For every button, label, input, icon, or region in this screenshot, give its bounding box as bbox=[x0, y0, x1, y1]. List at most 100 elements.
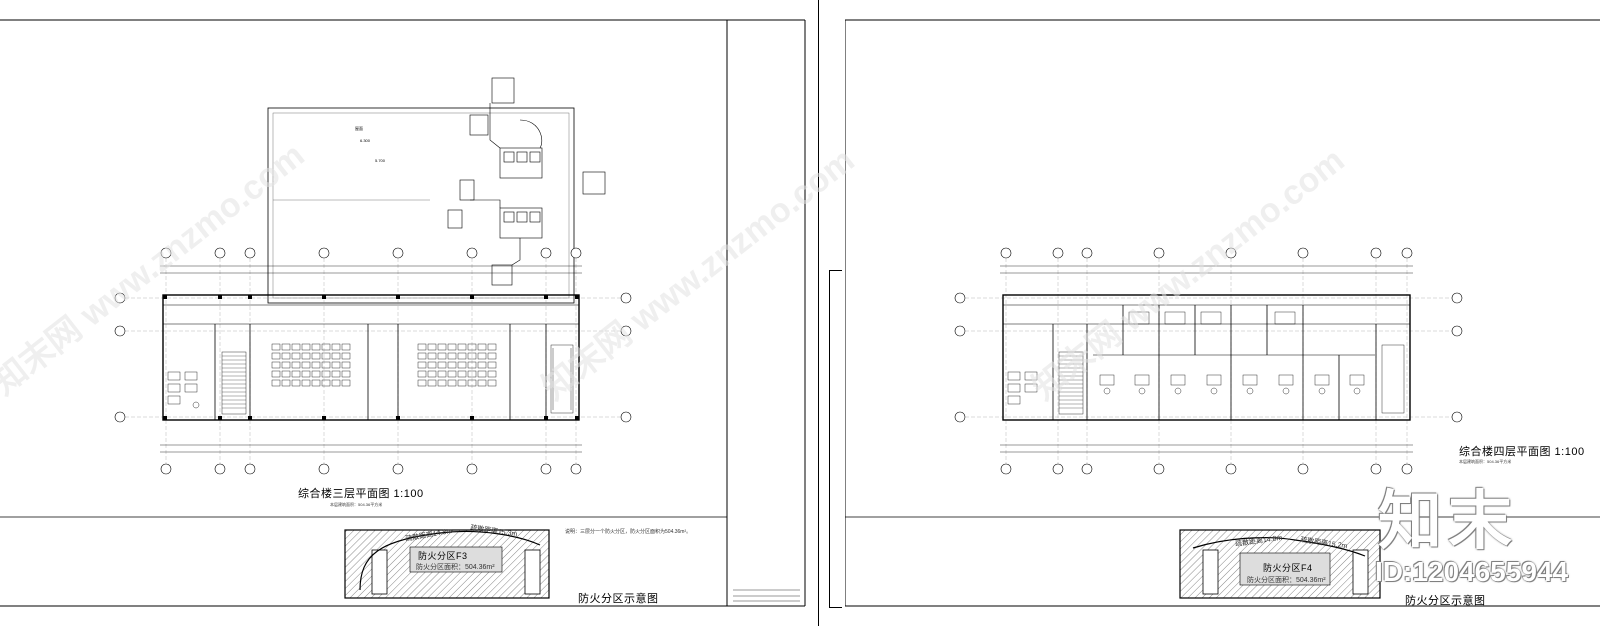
right-fire-zone-area: 防火分区面积：504.36m² bbox=[1247, 577, 1326, 584]
desk bbox=[291, 361, 301, 369]
desk bbox=[331, 370, 341, 378]
office-desk bbox=[1170, 374, 1186, 386]
office-chair bbox=[1138, 387, 1146, 395]
desk bbox=[281, 379, 291, 387]
office-desk bbox=[1134, 374, 1150, 386]
desk bbox=[311, 352, 321, 360]
desk bbox=[417, 352, 427, 360]
desk bbox=[341, 352, 351, 360]
left-sheet: 屋面 6.300 5.700 bbox=[0, 19, 806, 607]
sheet-gap bbox=[818, 0, 819, 626]
desk bbox=[311, 343, 321, 351]
desk bbox=[321, 343, 331, 351]
desk bbox=[281, 343, 291, 351]
desk bbox=[321, 361, 331, 369]
desk bbox=[477, 352, 487, 360]
office-chair bbox=[1246, 387, 1254, 395]
desk bbox=[281, 370, 291, 378]
desk bbox=[417, 343, 427, 351]
office-desk bbox=[1206, 374, 1222, 386]
desk bbox=[487, 343, 497, 351]
desk bbox=[311, 379, 321, 387]
left-fire-zone-title: 防火分区示意图 bbox=[578, 593, 659, 605]
desk bbox=[301, 379, 311, 387]
desk bbox=[331, 343, 341, 351]
desk bbox=[447, 379, 457, 387]
desk bbox=[291, 343, 301, 351]
right-sheet: 综合楼四层平面图 1:100 本层建筑面积：504.36平方米 防火分区F4 防… bbox=[845, 0, 1600, 626]
desk bbox=[417, 379, 427, 387]
desk bbox=[437, 361, 447, 369]
office-chair bbox=[1318, 387, 1326, 395]
right-drawing bbox=[845, 19, 1600, 607]
meeting-table bbox=[1274, 311, 1296, 325]
desk bbox=[331, 379, 341, 387]
desk bbox=[477, 361, 487, 369]
desk bbox=[341, 343, 351, 351]
left-fire-zone-label: 防火分区F3 bbox=[418, 551, 468, 561]
desk bbox=[271, 370, 281, 378]
meeting-table bbox=[1200, 311, 1222, 325]
desk bbox=[301, 343, 311, 351]
desk bbox=[437, 343, 447, 351]
desk bbox=[341, 379, 351, 387]
desk bbox=[457, 361, 467, 369]
desk bbox=[271, 343, 281, 351]
right-fire-zone-title: 防火分区示意图 bbox=[1405, 595, 1486, 607]
svg-text:屋面: 屋面 bbox=[355, 125, 363, 131]
desk bbox=[457, 352, 467, 360]
svg-text:5.700: 5.700 bbox=[375, 158, 386, 163]
desk bbox=[437, 352, 447, 360]
desk bbox=[427, 352, 437, 360]
desk bbox=[437, 379, 447, 387]
desk bbox=[291, 370, 301, 378]
desk bbox=[301, 370, 311, 378]
desk bbox=[271, 352, 281, 360]
desk bbox=[321, 379, 331, 387]
desk bbox=[457, 370, 467, 378]
desk bbox=[281, 352, 291, 360]
office-chair bbox=[1210, 387, 1218, 395]
desk bbox=[427, 343, 437, 351]
desk bbox=[427, 370, 437, 378]
desk bbox=[477, 343, 487, 351]
desk bbox=[271, 379, 281, 387]
desk bbox=[291, 352, 301, 360]
meeting-table bbox=[1164, 311, 1186, 325]
office-chair bbox=[1103, 387, 1111, 395]
desk bbox=[467, 361, 477, 369]
side-strip bbox=[829, 270, 842, 608]
desk bbox=[321, 370, 331, 378]
left-plan-subtitle: 本层建筑面积：504.36平方米 bbox=[330, 502, 383, 507]
desk bbox=[447, 343, 457, 351]
left-plan-title: 综合楼三层平面图 1:100 bbox=[298, 488, 424, 500]
right-fire-zone-label: 防火分区F4 bbox=[1263, 563, 1313, 573]
desk bbox=[301, 361, 311, 369]
desk bbox=[427, 361, 437, 369]
office-desk bbox=[1242, 374, 1258, 386]
desk bbox=[447, 370, 457, 378]
office-desk bbox=[1278, 374, 1294, 386]
brand-logo: 知末 bbox=[1378, 485, 1518, 557]
desk bbox=[487, 352, 497, 360]
office-desk bbox=[1099, 374, 1115, 386]
meeting-table bbox=[1128, 311, 1150, 325]
desk bbox=[311, 370, 321, 378]
desk bbox=[271, 361, 281, 369]
desk bbox=[311, 361, 321, 369]
left-fire-note: 说明：三层分一个防火分区，防火分区面积为504.36m²。 bbox=[565, 529, 692, 535]
desk bbox=[281, 361, 291, 369]
desk bbox=[301, 352, 311, 360]
brand-id: ID:1204655944 bbox=[1375, 556, 1569, 587]
left-drawing: 屋面 6.300 5.700 bbox=[0, 19, 806, 607]
office-chair bbox=[1282, 387, 1290, 395]
desk bbox=[331, 352, 341, 360]
office-desk bbox=[1314, 374, 1330, 386]
right-plan-subtitle: 本层建筑面积：504.36平方米 bbox=[1459, 459, 1512, 464]
office-chair bbox=[1353, 387, 1361, 395]
right-plan-title: 综合楼四层平面图 1:100 bbox=[1459, 446, 1585, 458]
desk bbox=[321, 352, 331, 360]
desk bbox=[477, 370, 487, 378]
desk bbox=[447, 352, 457, 360]
desk bbox=[467, 379, 477, 387]
